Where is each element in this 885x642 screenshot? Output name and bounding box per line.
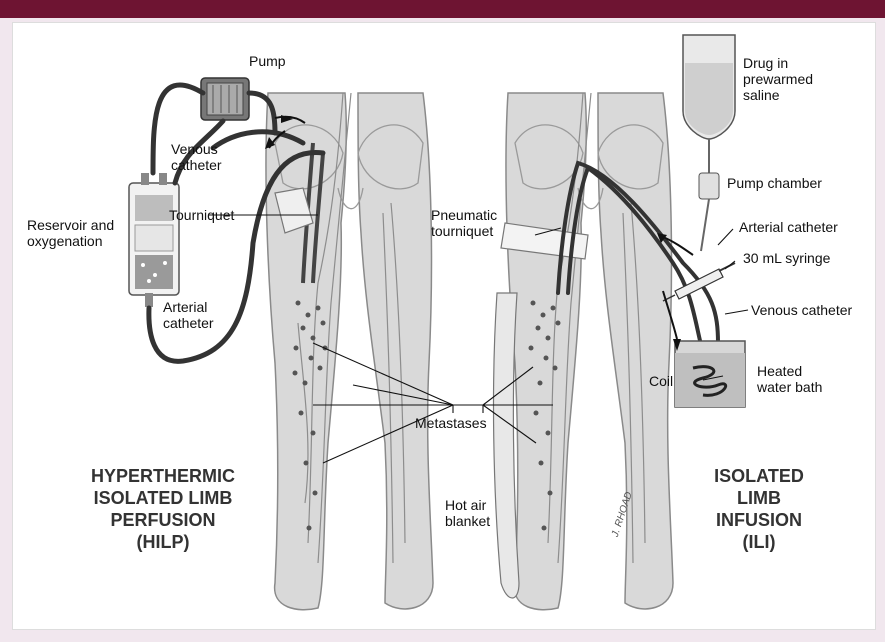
arterial-catheter-right-label: Arterial catheter <box>739 219 838 235</box>
iv-drug-bag <box>683 35 735 251</box>
title-banner <box>0 0 885 18</box>
syringe-label: 30 mL syringe <box>743 250 830 266</box>
pump-label: Pump <box>249 53 286 69</box>
hot-air-blanket-label: Hot air blanket <box>445 497 490 529</box>
ili-title: ISOLATED LIMB INFUSION (ILI) <box>699 465 819 553</box>
diagram-panel: Pump Venous catheter Reservoir and oxyge… <box>12 22 876 630</box>
heated-water-bath-label: Heated water bath <box>757 363 822 395</box>
pump-device <box>201 78 249 120</box>
metastases-label: Metastases <box>415 415 487 431</box>
drug-label: Drug in prewarmed saline <box>743 55 813 103</box>
syringe-device <box>663 263 735 301</box>
pneumatic-tourniquet-label: Pneumatic tourniquet <box>431 207 497 239</box>
tourniquet-label: Tourniquet <box>169 207 234 223</box>
venous-catheter-right-label: Venous catheter <box>751 302 852 318</box>
reservoir-device <box>129 173 179 307</box>
hot-air-blanket <box>494 293 519 598</box>
hilp-title: HYPERTHERMIC ISOLATED LIMB PERFUSION (HI… <box>63 465 263 553</box>
venous-catheter-left-label: Venous catheter <box>171 141 222 173</box>
reservoir-label: Reservoir and oxygenation <box>27 217 114 249</box>
coil-label: Coil <box>649 373 673 389</box>
arterial-catheter-left-label: Arterial catheter <box>163 299 214 331</box>
pump-chamber-label: Pump chamber <box>727 175 822 191</box>
left-legs-figure <box>266 93 433 610</box>
heated-water-bath <box>675 341 745 407</box>
